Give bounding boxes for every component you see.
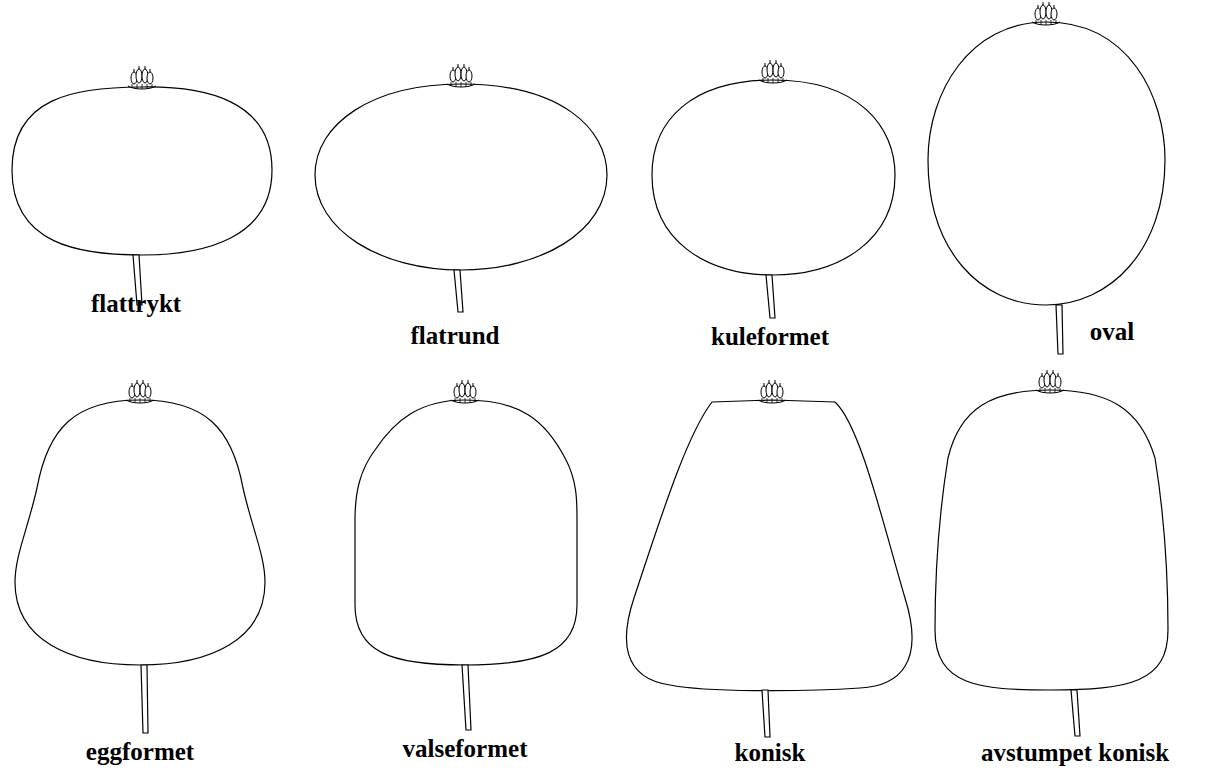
shape-label: flattrykt <box>91 290 181 318</box>
shape-label: kuleformet <box>711 323 829 351</box>
shape-label: eggformet <box>86 738 194 766</box>
shape-label: avstumpet konisk <box>981 739 1169 767</box>
shape-label: valseformet <box>403 735 528 763</box>
shape-label: konisk <box>735 739 806 767</box>
shape-label: flatrund <box>411 322 500 350</box>
shape-label: oval <box>1090 318 1134 346</box>
